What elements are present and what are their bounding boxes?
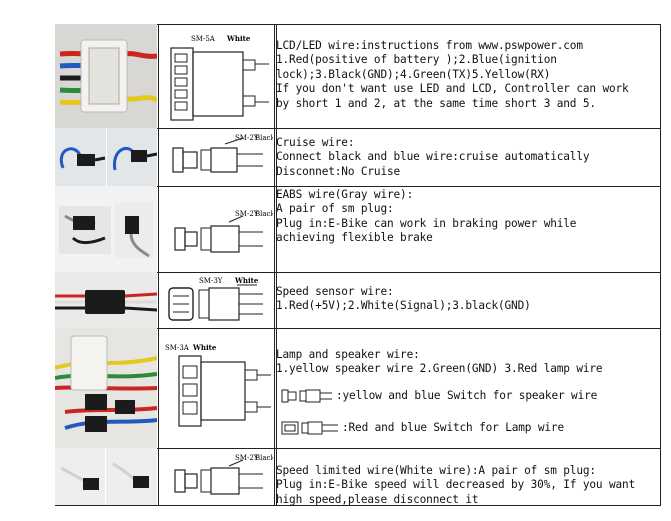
table-row-lamp-speaker: SM-3A White Lamp and speaker wire: 1.yel… [55,328,661,449]
color-label: Black [255,210,273,218]
photo-cell [55,24,157,128]
speaker-switch-text: :yellow and blue Switch for speaker wire [336,388,598,402]
row-title: Cruise wire: [276,136,355,149]
connector-label: SM-3Y [199,277,223,285]
lamp-speaker-connector-photo [55,328,157,448]
speaker-switch-line: :yellow and blue Switch for speaker wire [276,387,658,405]
table-row-cruise: SM-2Y Black Cruise wire: Connect black a… [55,128,661,187]
color-label: Black [255,454,273,462]
table-border-right [660,24,661,506]
diagram-cell: SM-2Y Black [159,448,273,505]
row-text-line: Plug in:E-Bike speed will decreased by 3… [276,478,636,492]
photo-cell [55,186,157,272]
photo-cell [55,272,157,328]
row-text-line: 1.Red(positive of battery );2.Blue(ignit… [276,53,557,67]
connector-label: SM-3A [165,344,190,352]
sm-2y-speed-limit-diagram: SM-2Y Black [174,454,273,495]
speaker-switch-connector-icon [281,389,332,403]
description-cell: LCD/LED wire:instructions from www.pswpo… [276,24,658,143]
description-cell: Speed limited wire(White wire):A pair of… [276,448,658,521]
speed-sensor-connector-photo [55,272,157,328]
row-text-line: Connect black and blue wire:cruise autom… [276,150,590,164]
color-label: White [234,276,259,285]
connector-label: SM-2Y [235,210,259,218]
diagram-cell: SM-2Y Black [159,128,273,186]
sm-2y-connector-diagram: SM-2Y Black [172,134,273,173]
sm-2y-eabs-diagram: SM-2Y Black [174,210,273,253]
photo-cell [55,448,157,505]
sm-3y-connector-diagram: SM-3Y White [168,276,263,321]
sm-3a-connector-diagram: SM-3A White [165,343,271,427]
row-title: Speed limited wire(White wire):A pair of… [276,464,596,477]
table-row-speed-limited: SM-2Y Black Speed limited wire(White wir… [55,448,661,506]
row-text-line: A pair of sm plug: [276,202,394,216]
column-divider-photo [158,24,159,506]
table-row-eabs: SM-2Y Black EABS wire(Gray wire): A pair… [55,186,661,273]
color-label: White [226,34,251,43]
table-border-top [55,24,661,25]
speed-limit-connector-photo [55,448,157,505]
diagram-cell: SM-3A White [159,328,273,448]
diagram-cell: SM-2Y Black [159,186,273,272]
row-text-line: Disconnet:No Cruise [276,164,401,178]
description-cell: EABS wire(Gray wire): A pair of sm plug:… [276,186,658,274]
diagram-cell: SM-5A White [159,24,273,128]
lamp-switch-connector-icon [281,421,338,435]
row-title: Speed sensor wire: [276,285,394,298]
row-text-line: Plug in:E-Bike can work in braking power… [276,216,577,230]
cruise-connector-photo [55,128,157,186]
lamp-switch-line: :Red and blue Switch for Lamp wire [276,419,658,437]
row-title: Lamp and speaker wire: [276,348,420,361]
row-text-line: 1.yellow speaker wire 2.Green(GND) 3.Red… [276,362,603,376]
row-title: EABS wire(Gray wire): [276,188,414,201]
row-title: LCD/LED wire:instructions from www.pswpo… [276,39,583,52]
table-row-lcd-led: SM-5A White LCD/LED wire:instructions fr… [55,24,661,129]
column-divider-double [276,24,277,506]
row-text-line: by short 1 and 2, at the same time short… [276,96,596,110]
color-label: Black [255,134,273,142]
connector-label: SM-5A [191,35,216,43]
wiring-instruction-table: SM-5A White LCD/LED wire:instructions fr… [55,24,661,506]
color-label: White [192,343,217,352]
lamp-switch-text: :Red and blue Switch for Lamp wire [342,420,564,434]
diagram-cell: SM-3Y White [159,272,273,328]
row-text-line: If you don't want use LED and LCD, Contr… [276,82,629,96]
eabs-connector-photo [55,186,157,272]
table-row-speed-sensor: SM-3Y White Speed sensor wire: 1.Red(+5V… [55,272,661,329]
connector-label: SM-2Y [235,134,259,142]
row-text-line: high speed,please disconnect it [276,492,479,506]
column-divider-diagram [274,24,275,506]
row-text-line: achieving flexible brake [276,231,433,245]
sm-5a-connector-diagram: SM-5A White [170,34,269,121]
photo-cell [55,328,157,448]
lcd-connector-photo [55,24,157,128]
connector-label: SM-2Y [235,454,259,462]
description-cell: Speed sensor wire: 1.Red(+5V);2.White(Si… [276,272,658,341]
row-text-line: 1.Red(+5V);2.White(Signal);3.black(GND) [276,299,531,313]
description-cell: Cruise wire: Connect black and blue wire… [276,128,658,194]
photo-cell [55,128,157,186]
row-text-line: lock);3.Black(GND);4.Green(TX)5.Yellow(R… [276,67,551,81]
description-cell: Lamp and speaker wire: 1.yellow speaker … [276,328,658,468]
